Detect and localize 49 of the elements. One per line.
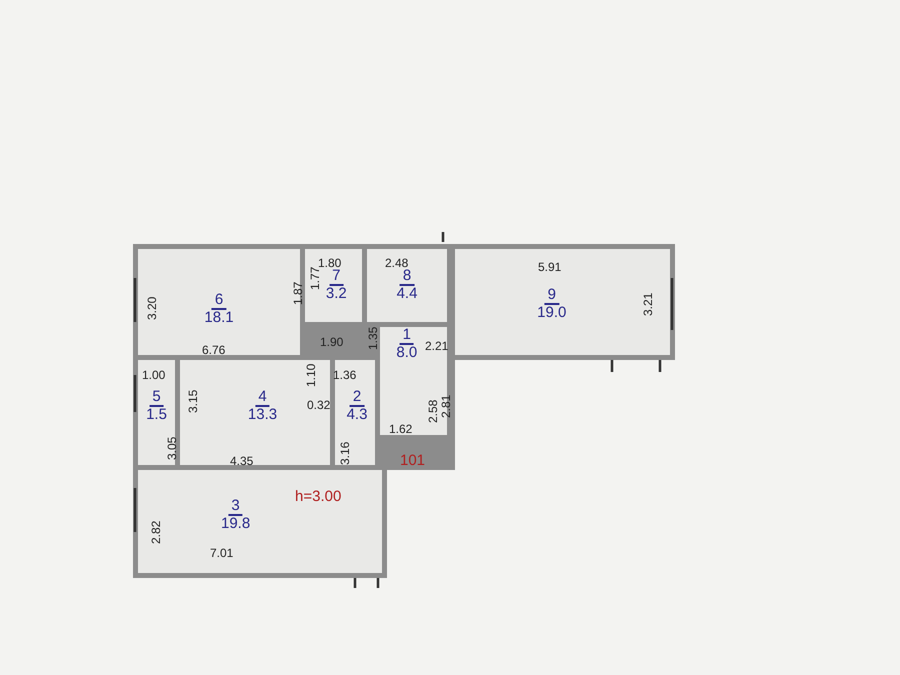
dimension-label: 3.15 <box>187 390 200 413</box>
room-number: 9 <box>544 287 559 305</box>
dimension-label: 3.20 <box>146 296 159 320</box>
dimension-label: 1.36 <box>333 369 356 382</box>
room-area: 4.3 <box>346 407 368 423</box>
dimension-label: 2.58 <box>427 400 440 423</box>
room-area: 13.3 <box>248 407 278 423</box>
room <box>138 470 382 573</box>
room-number: 6 <box>212 292 226 310</box>
room <box>138 360 175 465</box>
dimension-label: 1.10 <box>305 364 318 387</box>
room <box>367 249 447 322</box>
room-area: 18.1 <box>204 310 234 326</box>
room-area: 1.5 <box>146 407 167 423</box>
room-number: 2 <box>350 389 364 407</box>
room-number: 3 <box>228 498 243 516</box>
dimension-label: 3.05 <box>166 436 179 460</box>
plan-note: 101 <box>400 453 426 469</box>
room-area: 3.2 <box>326 286 347 302</box>
dimension-label: 1.00 <box>142 369 166 382</box>
room-area: 19.8 <box>221 516 250 532</box>
room <box>335 360 375 465</box>
room <box>180 360 330 465</box>
room-area: 4.4 <box>396 286 418 302</box>
dimension-label: 7.01 <box>210 547 234 560</box>
room-number: 5 <box>149 389 164 407</box>
room-area: 8.0 <box>396 345 418 361</box>
dimension-label: 1.90 <box>320 336 344 349</box>
dimension-label: 4.35 <box>230 455 254 468</box>
dimension-label: 3.21 <box>642 292 655 316</box>
room <box>455 249 670 355</box>
dimension-label: 3.16 <box>339 442 352 465</box>
dimension-label: 2.48 <box>385 257 408 270</box>
dimension-label: 2.81 <box>440 394 453 418</box>
dimension-label: 2.82 <box>150 520 163 544</box>
room-number: 4 <box>255 389 270 407</box>
dimension-label: 5.91 <box>538 261 562 274</box>
dimension-label: 1.35 <box>367 326 380 350</box>
plan-note: h=3.00 <box>295 489 342 505</box>
dimension-label: 1.62 <box>389 423 412 436</box>
dimension-label: 6.76 <box>202 344 226 357</box>
room-number: 8 <box>400 268 414 286</box>
room <box>305 249 362 322</box>
room-area: 19.0 <box>537 305 566 321</box>
dimension-label: 1.87 <box>292 282 305 305</box>
room-number: 7 <box>329 268 344 286</box>
dimension-label: 2.21 <box>425 340 448 353</box>
dimension-label: 0.32 <box>307 399 330 412</box>
room-number: 1 <box>400 327 414 345</box>
